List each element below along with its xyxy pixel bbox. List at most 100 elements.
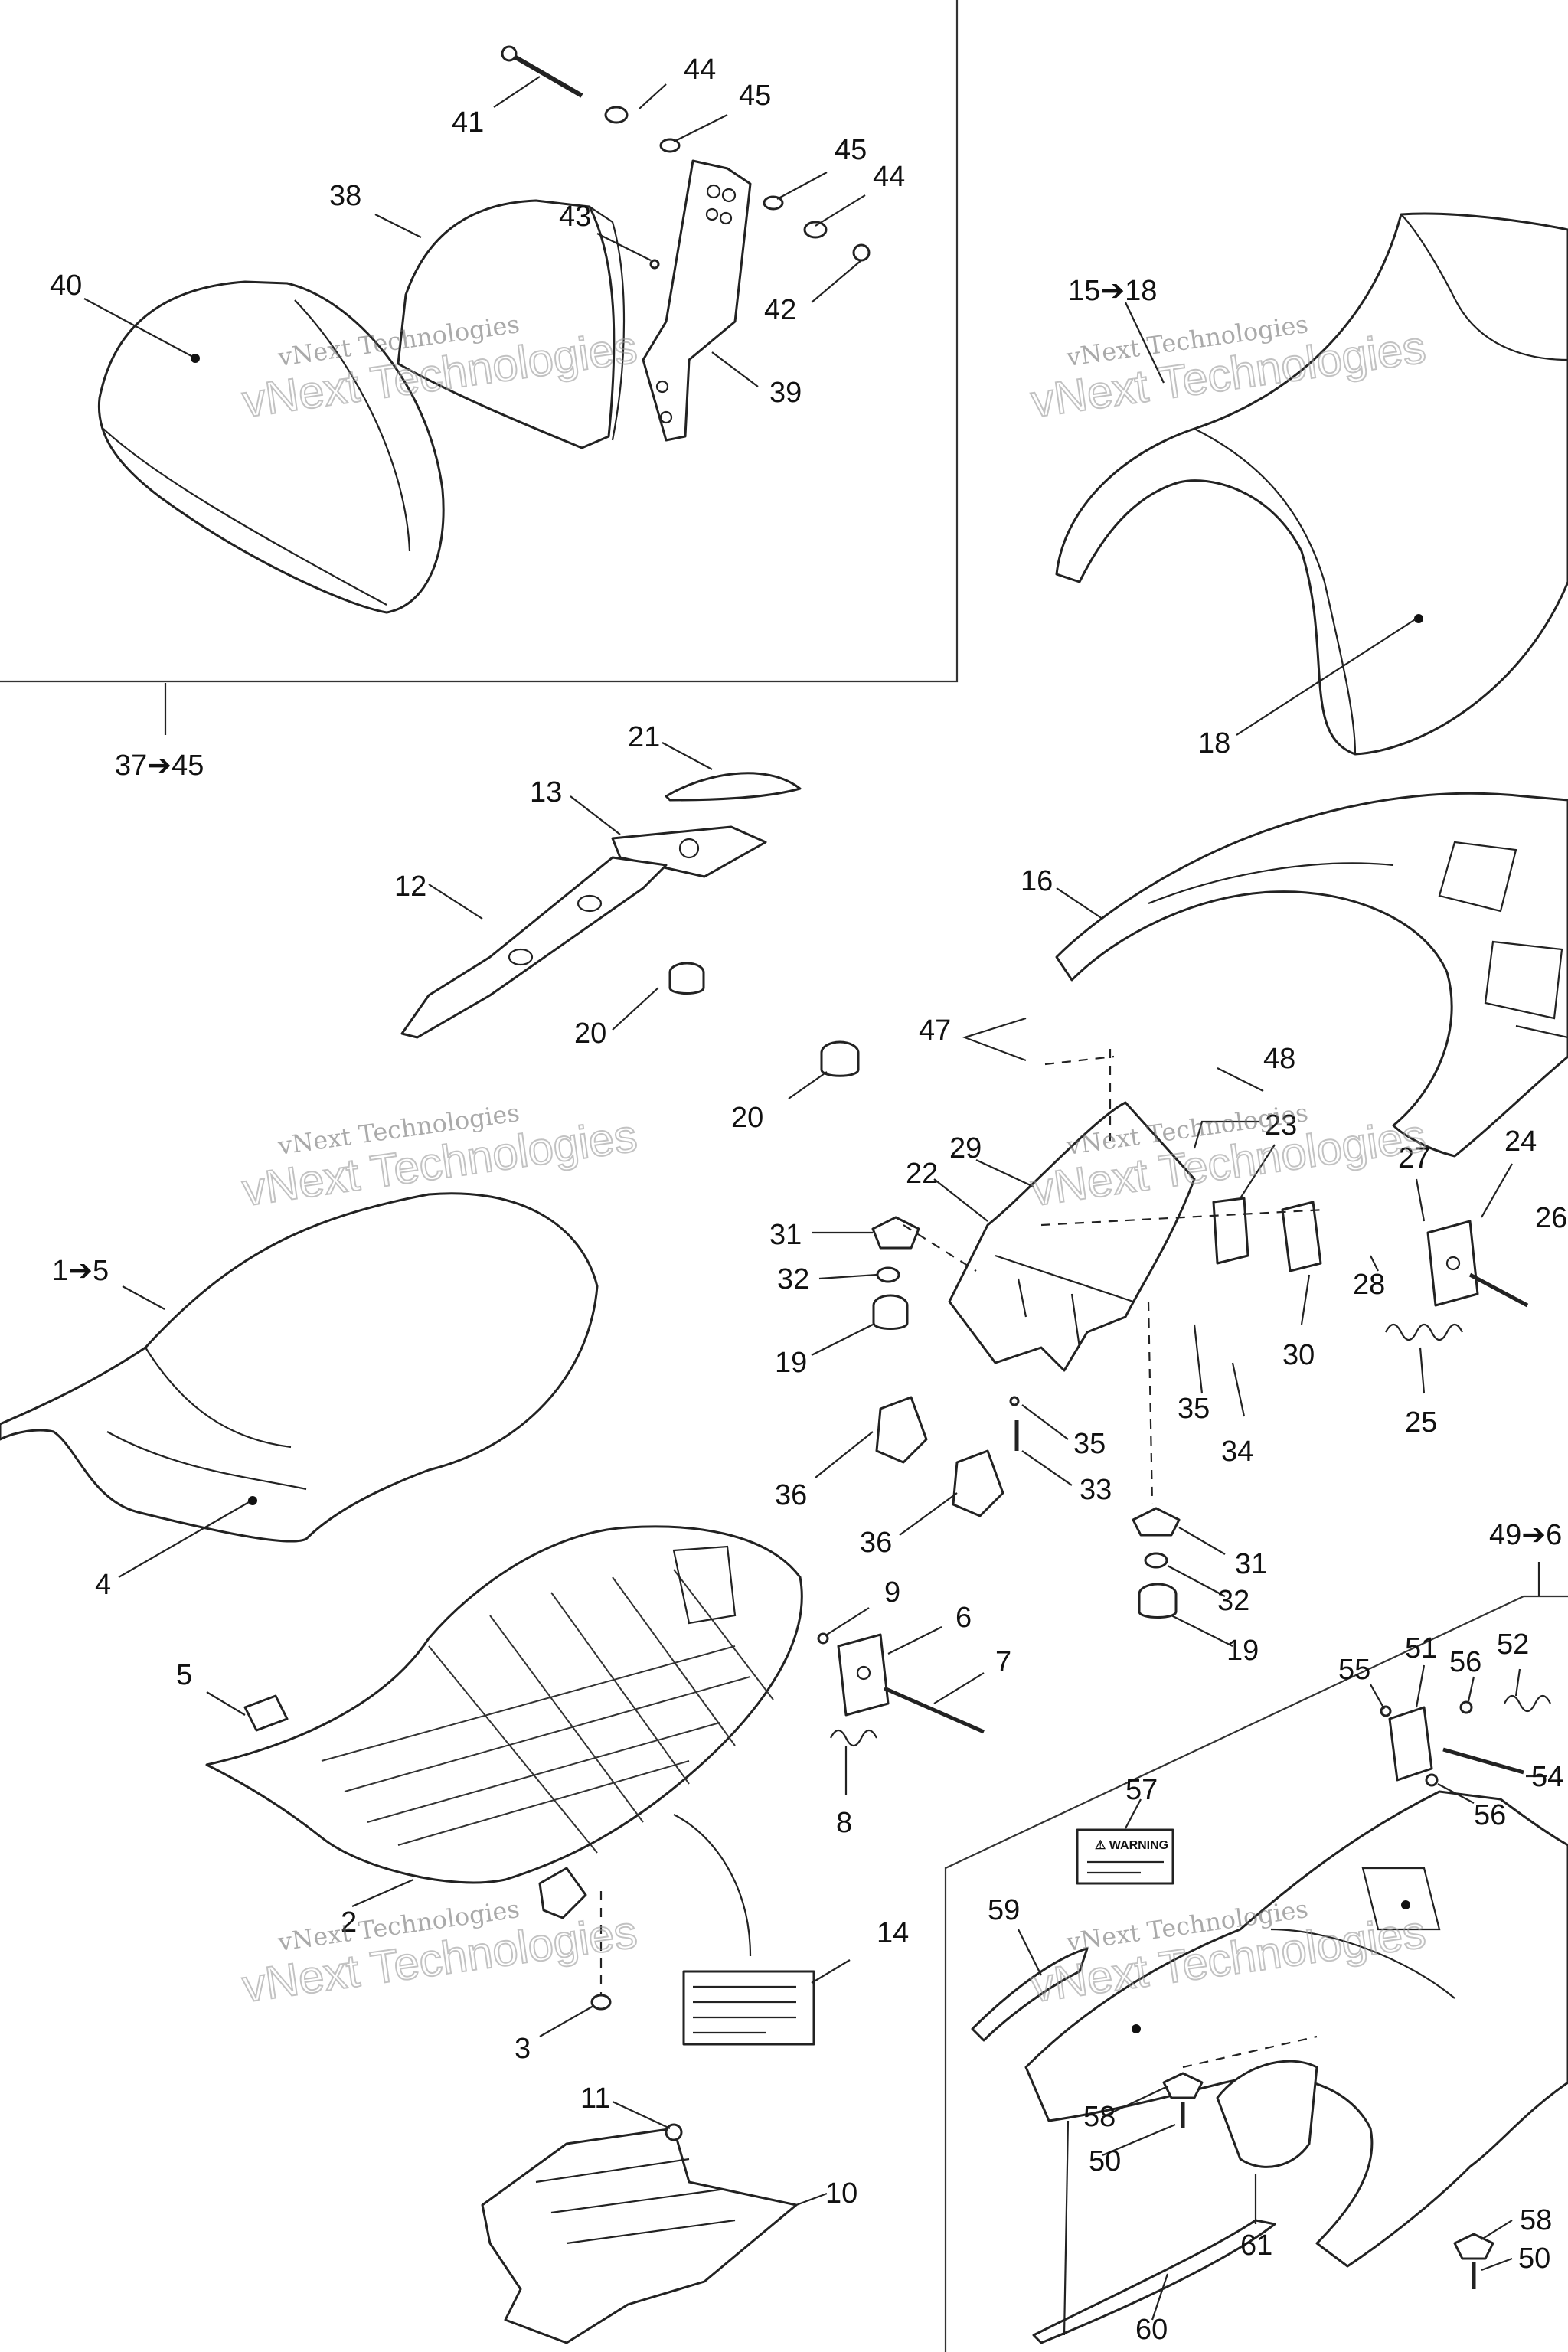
callout-40: 40 xyxy=(50,270,82,302)
callout-18: 18 xyxy=(1198,727,1230,760)
leader-lines xyxy=(83,76,1547,2321)
callout-47: 47 xyxy=(919,1014,951,1047)
bolt-7 xyxy=(883,1686,985,1734)
callout-36-upper: 36 xyxy=(775,1479,807,1511)
nut-32b xyxy=(1144,1552,1168,1569)
spring-25 xyxy=(1385,1323,1463,1341)
callout-19-lower: 19 xyxy=(1227,1635,1259,1667)
callout-41: 41 xyxy=(452,106,484,139)
callout-60: 60 xyxy=(1135,2314,1168,2346)
callout-55: 55 xyxy=(1338,1654,1370,1686)
dashed-guides xyxy=(903,1049,1325,2069)
grommet-19b xyxy=(1138,1583,1178,1619)
callout-5: 5 xyxy=(176,1659,192,1691)
callout-50-right: 50 xyxy=(1518,2243,1550,2275)
nut-3 xyxy=(590,1891,612,2011)
callout-44-right: 44 xyxy=(873,161,905,193)
callout-15-18: 15➔18 xyxy=(1068,275,1157,307)
callout-9: 9 xyxy=(884,1576,900,1609)
driver-seat-4 xyxy=(0,1192,599,1543)
callout-32-upper: 32 xyxy=(777,1263,809,1295)
callout-61: 61 xyxy=(1240,2230,1272,2262)
callout-21: 21 xyxy=(628,721,660,753)
callout-labels: 41 44 45 45 44 38 43 40 42 39 37➔45 15➔1… xyxy=(50,54,1567,2346)
grommet-19a xyxy=(872,1294,909,1330)
bolt-26 xyxy=(1468,1272,1529,1308)
frame-rack-kit xyxy=(944,1562,1568,2352)
callout-49-61: 49➔6 xyxy=(1489,1519,1562,1551)
bracket-61 xyxy=(1216,2060,1318,2168)
callout-45-right: 45 xyxy=(835,134,867,166)
callout-54: 54 xyxy=(1531,1761,1563,1793)
grommet-20b xyxy=(820,1040,860,1077)
callout-26: 26 xyxy=(1535,1202,1567,1234)
callout-50-left: 50 xyxy=(1089,2145,1121,2177)
callout-27: 27 xyxy=(1398,1142,1430,1174)
watermark-middle-right: vNext Technologies vNext Technologies xyxy=(1027,1098,1429,1217)
callout-23: 23 xyxy=(1265,1109,1297,1142)
bumper-36a xyxy=(875,1396,928,1464)
callout-37-45: 37➔45 xyxy=(115,750,204,782)
callout-58-right: 58 xyxy=(1520,2204,1552,2236)
callout-14: 14 xyxy=(877,1917,909,1949)
callout-31-upper: 31 xyxy=(769,1219,802,1251)
callout-51: 51 xyxy=(1405,1632,1437,1664)
bracket-51 xyxy=(1388,1706,1433,1782)
latch-strip-30 xyxy=(1281,1200,1322,1272)
callout-8: 8 xyxy=(836,1807,852,1839)
washer-31a xyxy=(871,1216,920,1250)
latch-24 xyxy=(1426,1220,1479,1307)
callout-1-5: 1➔5 xyxy=(52,1255,109,1287)
bumper-2b xyxy=(538,1867,587,1919)
nut-32a xyxy=(876,1266,900,1283)
callout-19-upper: 19 xyxy=(775,1347,807,1379)
hardware-54-55-56 xyxy=(1380,1700,1524,1787)
warning-decal-57: ⚠ WARNING xyxy=(1076,1828,1174,1885)
callout-56-top: 56 xyxy=(1449,1646,1481,1678)
washer-31b xyxy=(1132,1507,1181,1537)
callout-30: 30 xyxy=(1282,1339,1315,1371)
callout-28: 28 xyxy=(1353,1269,1385,1301)
spring-52 xyxy=(1504,1694,1551,1713)
callout-32-lower: 32 xyxy=(1217,1585,1250,1617)
callout-45-top: 45 xyxy=(739,80,771,112)
washers-58-50 xyxy=(1162,2072,1494,2289)
callout-56-bottom: 56 xyxy=(1474,1799,1506,1831)
callout-59: 59 xyxy=(988,1894,1020,1926)
callout-3: 3 xyxy=(514,2033,531,2065)
callout-43: 43 xyxy=(559,201,591,233)
callout-52: 52 xyxy=(1497,1628,1529,1661)
latch-plate-23 xyxy=(1212,1197,1250,1265)
callout-36-lower: 36 xyxy=(860,1527,892,1559)
grommet-20a xyxy=(668,962,705,995)
pad-12 xyxy=(400,856,668,1039)
callout-24: 24 xyxy=(1504,1125,1537,1158)
seat-pan-2 xyxy=(205,1525,803,1884)
callout-13: 13 xyxy=(530,776,562,808)
passenger-seat-18 xyxy=(1055,212,1568,756)
latch-6 xyxy=(837,1633,890,1717)
callout-20-upper: 20 xyxy=(574,1018,606,1050)
callout-6: 6 xyxy=(956,1602,972,1634)
callout-20-lower: 20 xyxy=(731,1102,763,1134)
bumper-36b xyxy=(952,1449,1004,1517)
watermark-bottom-left: vNext Technologies vNext Technologies xyxy=(238,1894,640,2013)
callout-11: 11 xyxy=(580,2082,610,2115)
plate-10 xyxy=(481,2127,798,2344)
hardware-44-45-43-42 xyxy=(604,106,871,270)
clip-5 xyxy=(243,1694,289,1732)
washer-9 xyxy=(817,1632,829,1645)
callout-12: 12 xyxy=(394,871,426,903)
seat-base-16 xyxy=(1055,792,1568,1158)
warning-title: ⚠ WARNING xyxy=(1095,1839,1168,1852)
callout-29: 29 xyxy=(949,1132,982,1165)
bolt-41 xyxy=(501,45,583,98)
strip-59 xyxy=(971,1947,1089,2042)
callout-42: 42 xyxy=(764,294,796,326)
callout-57: 57 xyxy=(1125,1774,1158,1806)
callout-38: 38 xyxy=(329,180,361,212)
strip-60 xyxy=(1032,2120,1276,2344)
callout-33: 33 xyxy=(1080,1474,1112,1506)
